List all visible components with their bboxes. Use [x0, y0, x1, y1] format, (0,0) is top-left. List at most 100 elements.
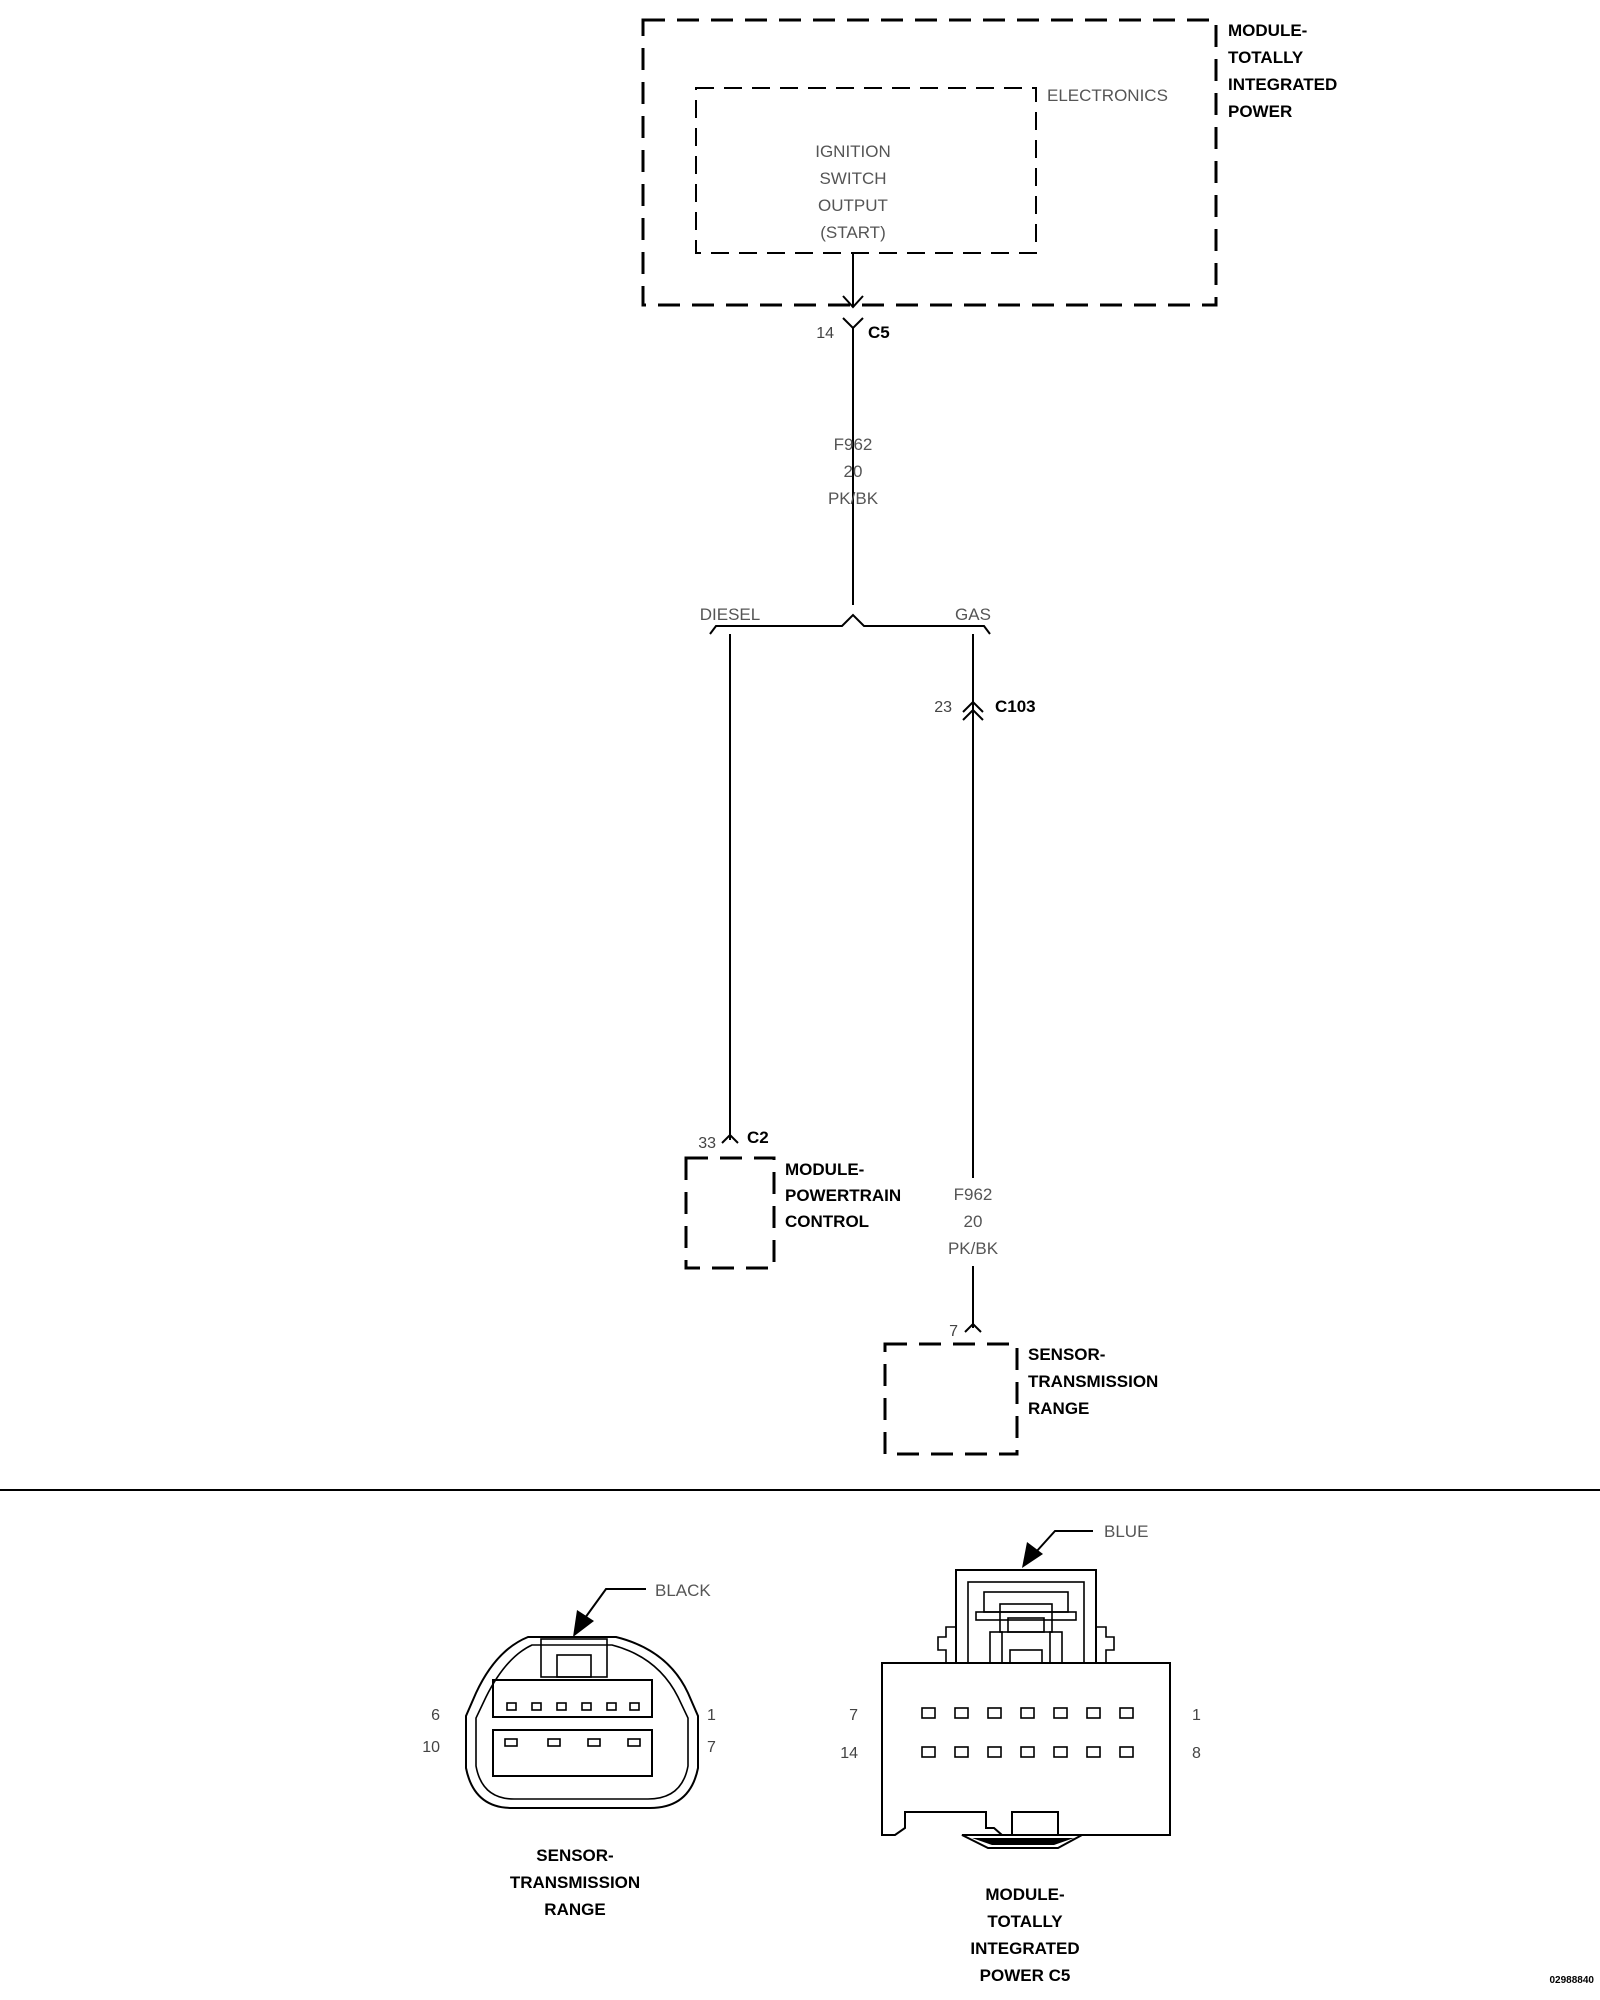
output-label-line-3: OUTPUT [818, 196, 888, 215]
sensor-pin-cavity [531, 1702, 542, 1711]
tipm-c5-pin-cavity [954, 1707, 969, 1719]
output-arrow-icon [842, 295, 864, 309]
sensor-pin-cavity [587, 1738, 601, 1747]
tipm-c5-pin-label-bottom-right: 8 [1192, 1745, 1201, 1762]
tipm-c5-pin-cavity [1053, 1746, 1068, 1758]
connector-c5: 14 C5 [816, 317, 890, 342]
figure-id: 02988840 [1550, 1975, 1595, 1986]
sensor-pin-label-bottom-left: 10 [422, 1739, 440, 1756]
sensor-pin-label-top-right: 1 [707, 1707, 716, 1724]
sensor-connector-color: BLACK [655, 1581, 711, 1600]
tr-sensor-pin-number: 7 [949, 1323, 958, 1340]
sensor-pin-row-bottom [492, 1729, 653, 1777]
c103-connector-name: C103 [995, 697, 1036, 716]
tr-sensor-name-line-1: SENSOR- [1028, 1345, 1105, 1364]
tipm-outline [641, 18, 1218, 307]
c2-connector-name: C2 [747, 1128, 769, 1147]
option-split: DIESEL GAS [700, 605, 991, 635]
pcm-name-line-2: POWERTRAIN [785, 1186, 901, 1205]
tipm-c5-latch-housing [955, 1569, 1097, 1664]
sensor-pin-cavity [627, 1738, 641, 1747]
tipm-name-line-3: INTEGRATED [1228, 75, 1337, 94]
sensor-connector-view: 6 1 10 7 BLACK SENSOR- TRANSMISSION RANG… [422, 1581, 716, 1919]
wire-bottom-gauge: 20 [964, 1212, 983, 1231]
tipm-c5-pin-cavity [1020, 1746, 1035, 1758]
connector-c2: 33 C2 [698, 1128, 769, 1152]
tipm-c5-latch-bar [983, 1591, 1069, 1613]
c103-pin-symbol-upper-icon [962, 700, 984, 713]
sensor-view-name-line-3: RANGE [544, 1900, 605, 1919]
sensor-view-name-line-2: TRANSMISSION [510, 1873, 640, 1892]
tipm-c5-color-leader [1035, 1530, 1093, 1553]
sensor-pin-label-top-left: 6 [431, 1707, 440, 1724]
c103-pin-number: 23 [934, 699, 952, 716]
tipm-c5-pin-cavity [1020, 1707, 1035, 1719]
tipm-c5-pin-cavity [987, 1707, 1002, 1719]
wire-top-label: F962 20 PK/BK [828, 435, 879, 508]
tipm-c5-latch-window [1007, 1617, 1045, 1633]
tipm-c5-pin-label-top-right: 1 [1192, 1707, 1201, 1724]
tipm-c5-pin-cavity [1119, 1707, 1134, 1719]
tipm-c5-pin-label-top-left: 7 [849, 1707, 858, 1724]
wire-bottom-label: F962 20 PK/BK [940, 1178, 1006, 1266]
connector-c103: 23 C103 [934, 697, 1036, 721]
tipm-name-line-4: POWER [1228, 102, 1292, 121]
tipm-name-line-2: TOTALLY [1228, 48, 1304, 67]
pcm-module: MODULE- POWERTRAIN CONTROL [684, 1156, 901, 1270]
tipm-name-line-1: MODULE- [1228, 21, 1307, 40]
tipm-c5-connector-view: 7 1 14 8 BLUE MODULE- TOTALLY INTEGRATED… [840, 1522, 1201, 1985]
wire-top-gauge: 20 [844, 462, 863, 481]
tr-sensor-name-line-2: TRANSMISSION [1028, 1372, 1158, 1391]
tipm-c5-pin-cavity [921, 1707, 936, 1719]
tipm-c5-latch-foot [1009, 1649, 1043, 1664]
tipm-c5-connector-color: BLUE [1104, 1522, 1148, 1541]
electronics-outline [695, 87, 1037, 254]
wire-bottom-circuit: F962 [954, 1185, 993, 1204]
sensor-color-leader [584, 1588, 646, 1619]
tipm-c5-pin-cavity [954, 1746, 969, 1758]
wire-top-color: PK/BK [828, 489, 879, 508]
tipm-c5-pin-cavity [1086, 1746, 1101, 1758]
output-label-line-4: (START) [820, 223, 885, 242]
tipm-c5-bottom-key [961, 1834, 1083, 1849]
tipm-c5-pin-label-bottom-left: 14 [840, 1745, 858, 1762]
wire-top-circuit: F962 [834, 435, 873, 454]
tipm-c5-pin-cavity [1053, 1707, 1068, 1719]
split-brace [709, 613, 991, 635]
output-label-line-1: IGNITION [815, 142, 891, 161]
sensor-pin-label-bottom-right: 7 [707, 1739, 716, 1756]
tipm-module: MODULE- TOTALLY INTEGRATED POWER ELECTRO… [641, 18, 1337, 309]
tipm-c5-pin-cavity [921, 1746, 936, 1758]
tipm-c5-latch-post-left [989, 1631, 1003, 1664]
sensor-color-pointer-icon [573, 1610, 594, 1637]
tr-sensor-name-line-3: RANGE [1028, 1399, 1089, 1418]
tipm-c5-latch-post-right [1049, 1631, 1063, 1664]
sensor-housing-outer [465, 1636, 699, 1809]
tipm-c5-latch-inner [967, 1581, 1085, 1664]
c5-connector-name: C5 [868, 323, 890, 342]
tipm-c5-color-pointer-icon [1022, 1542, 1043, 1568]
wire-label-mask [940, 1178, 1006, 1266]
split-gas-label: GAS [955, 605, 991, 624]
split-diesel-label: DIESEL [700, 605, 760, 624]
sensor-pin-cavity [581, 1702, 592, 1711]
sensor-view-name-line-1: SENSOR- [536, 1846, 613, 1865]
tipm-c5-latch-right-tab [1095, 1626, 1115, 1663]
tr-sensor-pin-symbol-icon [964, 1322, 982, 1333]
sensor-pin-cavity [629, 1702, 640, 1711]
tipm-c5-view-name-line-1: MODULE- [985, 1885, 1064, 1904]
electronics-label: ELECTRONICS [1047, 86, 1168, 105]
sensor-pin-cavity [547, 1738, 561, 1747]
pcm-name-line-3: CONTROL [785, 1212, 869, 1231]
tipm-c5-latch-rail [975, 1611, 1077, 1621]
sensor-housing-inner [475, 1644, 689, 1800]
tr-sensor-pin: 7 [949, 1322, 982, 1340]
sensor-pin-cavity [556, 1702, 567, 1711]
sensor-pin-cavity [504, 1738, 518, 1747]
output-label-line-2: SWITCH [819, 169, 886, 188]
tipm-c5-bottom-key-fill [972, 1838, 1074, 1845]
sensor-latch-window [556, 1654, 592, 1678]
c5-pin-symbol-icon [842, 317, 864, 330]
tipm-c5-view-name-line-4: POWER C5 [980, 1966, 1071, 1985]
